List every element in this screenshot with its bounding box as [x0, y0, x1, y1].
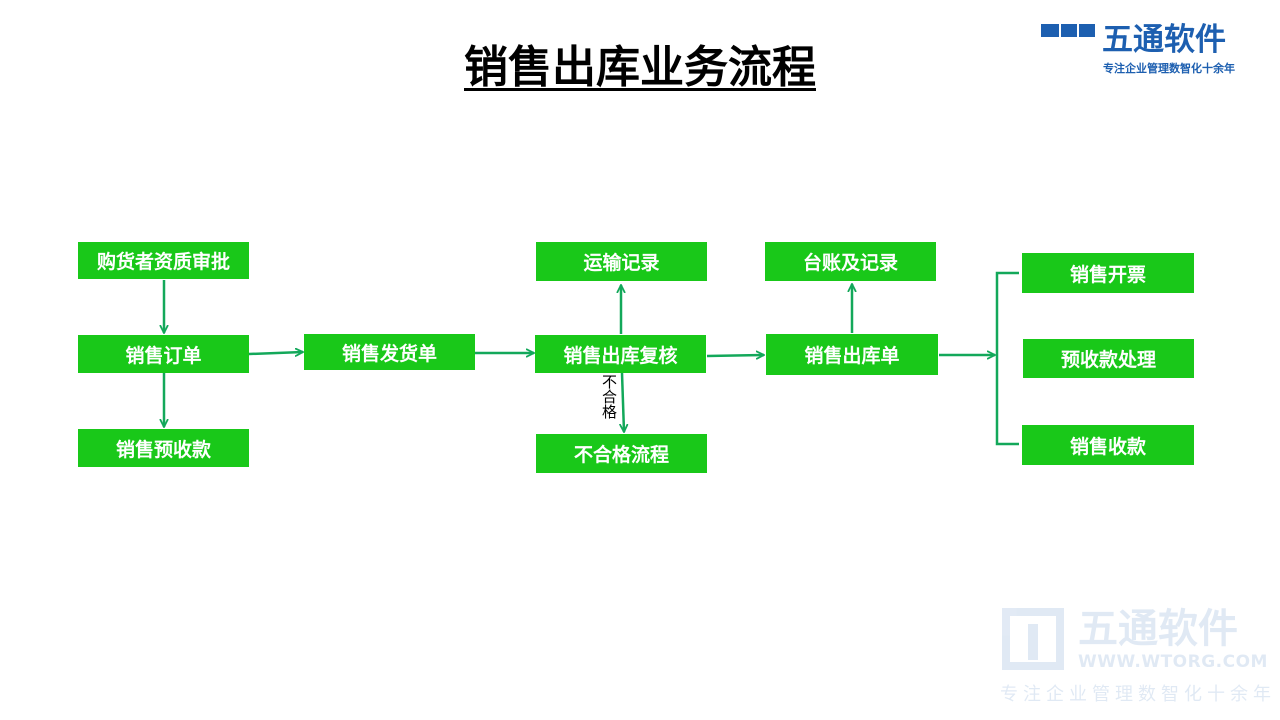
node-collection: 销售收款 [1022, 425, 1194, 465]
arrow-order-to-delivery [248, 352, 303, 354]
watermark-url: WWW.WTORG.COM [1078, 652, 1268, 672]
node-prepayment-handling: 预收款处理 [1023, 339, 1194, 378]
logo-mark [1041, 24, 1095, 37]
node-outbound-order: 销售出库单 [766, 334, 938, 375]
logo-mark-gap [1077, 24, 1079, 37]
brand-logo: 五通软件 专注企业管理数智化十余年 [1040, 20, 1260, 80]
node-ledger-record: 台账及记录 [765, 242, 936, 281]
node-invoicing: 销售开票 [1022, 253, 1194, 293]
node-buyer-approval: 购货者资质审批 [78, 242, 249, 279]
arrow-review-to-outbound [706, 355, 764, 356]
logo-mark-gap [1059, 24, 1061, 37]
node-sales-order: 销售订单 [78, 335, 249, 373]
watermark-slogan: 专注企业管理数智化十余年 [1000, 684, 1276, 705]
watermark: 五通软件 WWW.WTORG.COM 专注企业管理数智化十余年 [1000, 606, 1271, 716]
watermark-logo-icon-inner [1028, 624, 1038, 660]
logo-slogan: 专注企业管理数智化十余年 [1103, 62, 1235, 75]
node-delivery-note: 销售发货单 [304, 334, 475, 370]
page-title-text: 销售出库业务流程 [464, 42, 816, 93]
watermark-name: 五通软件 [1078, 606, 1238, 652]
watermark-logo-icon [1002, 608, 1064, 670]
node-outbound-review: 销售出库复核 [535, 335, 706, 373]
node-nonconforming-process: 不合格流程 [536, 434, 707, 473]
edge-label-nonconforming: 不合格 [600, 374, 618, 419]
page-title: 销售出库业务流程 [0, 38, 1280, 98]
arrow-review-to-nonconforming [622, 372, 624, 432]
node-sales-prepayment: 销售预收款 [78, 429, 249, 467]
logo-name: 五通软件 [1102, 22, 1226, 58]
node-transport-record: 运输记录 [536, 242, 707, 281]
branch-bracket [995, 271, 1019, 446]
